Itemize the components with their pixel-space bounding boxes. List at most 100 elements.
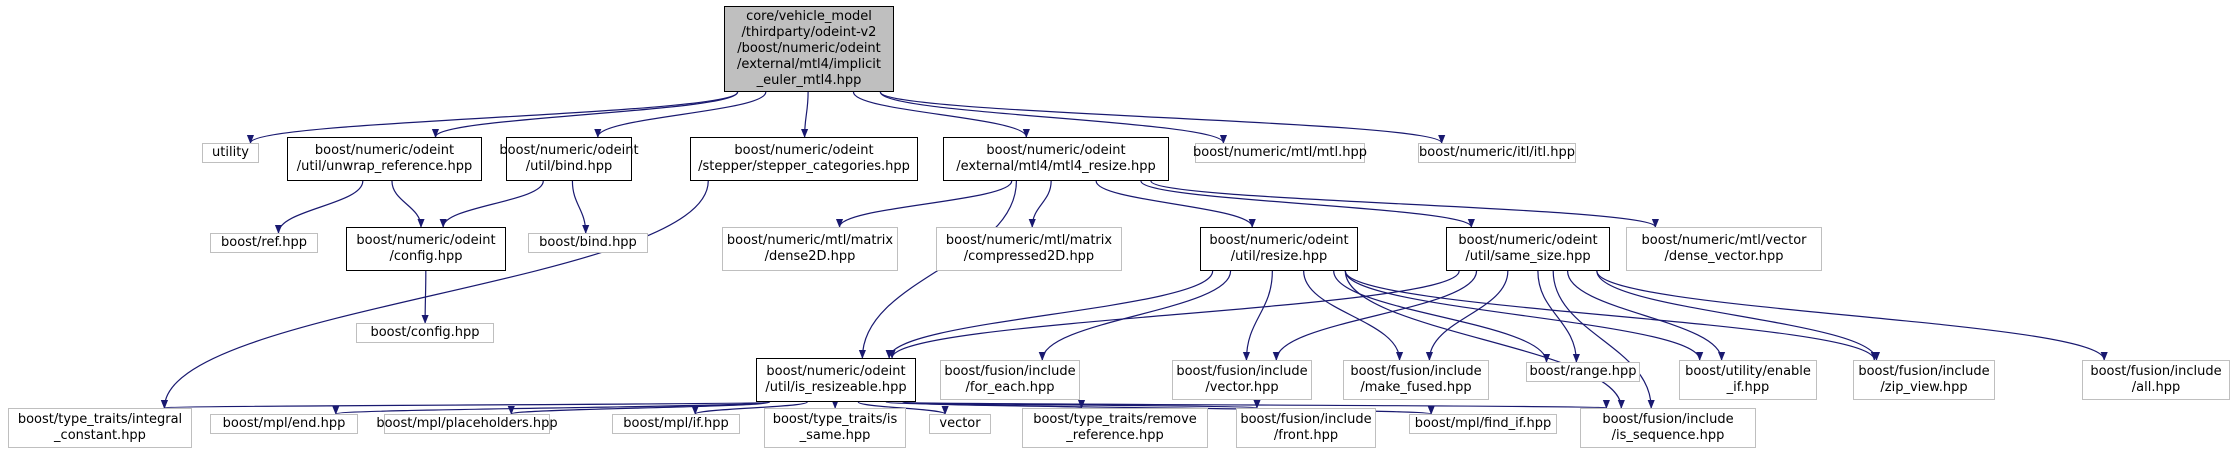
edge-root-to-mtlhpp — [879, 91, 1227, 144]
node-resize[interactable]: boost/numeric/odeint /util/resize.hpp — [1200, 227, 1358, 271]
edge-root-to-stepcat — [801, 91, 809, 138]
node-mtlhpp: boost/numeric/mtl/mtl.hpp — [1192, 143, 1368, 163]
node-label: boost/numeric/odeint /external/mtl4/mtl4… — [956, 143, 1156, 174]
edge-isresizeable-to-issame — [831, 399, 839, 409]
edge-resize-to-zipview — [1344, 270, 1878, 361]
node-refhpp: boost/ref.hpp — [210, 233, 318, 253]
node-bind[interactable]: boost/numeric/odeint /util/bind.hpp — [499, 137, 639, 181]
node-removeref: boost/type_traits/remove _reference.hpp — [1022, 408, 1208, 448]
node-label: boost/fusion/include /all.hpp — [2090, 364, 2222, 395]
edge-resize-to-makefused — [1303, 270, 1404, 361]
edge-root-to-unwrap — [431, 91, 739, 138]
edge-resize-to-enableif — [1344, 270, 1704, 361]
node-label: boost/fusion/include /zip_view.hpp — [1858, 364, 1990, 395]
edge-mtl4resize-to-resize — [1095, 180, 1256, 228]
node-front: boost/fusion/include /front.hpp — [1236, 408, 1376, 448]
node-label: boost/numeric/mtl/matrix /compressed2D.h… — [945, 233, 1113, 264]
edge-samesize-to-makefused — [1425, 270, 1509, 361]
edge-isresizeable-to-mplif — [691, 401, 808, 415]
edge-unwrap-to-confighpp — [391, 180, 425, 228]
edge-samesize-to-range — [1537, 270, 1580, 363]
node-label: boost/numeric/odeint /util/resize.hpp — [1209, 233, 1349, 264]
node-foreach: boost/fusion/include /for_each.hpp — [940, 360, 1080, 400]
node-itlhpp: boost/numeric/itl/itl.hpp — [1418, 143, 1576, 163]
edge-root-to-itlhpp — [879, 91, 1446, 144]
edge-samesize-to-isseq — [1552, 270, 1655, 409]
edge-resize-to-fvector — [1242, 270, 1273, 361]
node-utility: utility — [202, 143, 259, 163]
node-densevec: boost/numeric/mtl/vector /dense_vector.h… — [1626, 227, 1822, 271]
node-label: boost/type_traits/integral _constant.hpp — [17, 412, 183, 443]
node-isresizeable[interactable]: boost/numeric/odeint /util/is_resizeable… — [756, 358, 916, 402]
edge-mtl4resize-to-dense2d — [835, 180, 1013, 228]
edge-mtl4resize-to-samesize — [1140, 180, 1475, 228]
node-issame: boost/type_traits/is _same.hpp — [764, 408, 906, 448]
node-label: boost/numeric/mtl/matrix /dense2D.hpp — [726, 233, 894, 264]
edge-samesize-to-fvector — [1272, 270, 1478, 361]
node-findif: boost/mpl/find_if.hpp — [1409, 414, 1557, 434]
edge-samesize-to-isresizeable — [888, 270, 1460, 359]
node-label: boost/numeric/odeint /config.hpp — [356, 233, 496, 264]
node-label: boost/mpl/end.hpp — [222, 416, 346, 431]
edge-resize-to-isseq — [1344, 270, 1625, 409]
node-label: utility — [212, 145, 249, 160]
node-intconst: boost/type_traits/integral _constant.hpp — [8, 408, 192, 448]
edge-root-to-bind — [594, 91, 767, 138]
node-mplend: boost/mpl/end.hpp — [210, 414, 358, 434]
node-label: boost/type_traits/is _same.hpp — [772, 412, 898, 443]
edge-root-to-utility — [247, 91, 739, 144]
node-placeholders: boost/mpl/placeholders.hpp — [376, 414, 558, 434]
node-label: boost/utility/enable _if.hpp — [1685, 364, 1811, 395]
node-label: boost/numeric/odeint /util/bind.hpp — [499, 143, 639, 174]
node-stepcat[interactable]: boost/numeric/odeint /stepper/stepper_ca… — [690, 137, 918, 181]
node-samesize[interactable]: boost/numeric/odeint /util/same_size.hpp — [1446, 227, 1610, 271]
node-confighpp[interactable]: boost/numeric/odeint /config.hpp — [346, 227, 506, 271]
edge-resize-to-foreach — [1038, 270, 1232, 361]
node-label: boost/numeric/itl/itl.hpp — [1419, 145, 1575, 160]
edge-root-to-mtl4resize — [852, 91, 1030, 138]
edge-isresizeable-to-isseq — [902, 399, 1608, 409]
edge-resize-to-range — [1333, 270, 1551, 363]
node-zipview: boost/fusion/include /zip_view.hpp — [1853, 360, 1995, 400]
node-root[interactable]: core/vehicle_model /thirdparty/odeint-v2… — [724, 6, 894, 92]
node-label: boost/fusion/include /front.hpp — [1240, 412, 1372, 443]
node-label: boost/config.hpp — [370, 325, 480, 340]
edge-isresizeable-to-front — [902, 399, 1260, 409]
node-comp2d: boost/numeric/mtl/matrix /compressed2D.h… — [936, 227, 1122, 271]
edge-unwrap-to-refhpp — [274, 180, 364, 234]
edge-samesize-to-fall — [1596, 270, 2108, 361]
node-bconfig: boost/config.hpp — [356, 323, 494, 343]
node-label: boost/numeric/mtl/mtl.hpp — [1192, 145, 1368, 160]
node-label: boost/fusion/include /for_each.hpp — [944, 364, 1076, 395]
node-label: boost/fusion/include /is_sequence.hpp — [1602, 412, 1734, 443]
node-label: boost/mpl/placeholders.hpp — [376, 416, 558, 431]
edge-samesize-to-zipview — [1596, 270, 1881, 361]
node-isseq: boost/fusion/include /is_sequence.hpp — [1580, 408, 1756, 448]
edge-isresizeable-to-placeholders — [508, 401, 771, 415]
node-unwrap[interactable]: boost/numeric/odeint /util/unwrap_refere… — [287, 137, 482, 181]
node-label: boost/numeric/odeint /stepper/stepper_ca… — [698, 143, 910, 174]
edge-bind-to-bindhpp — [571, 180, 590, 234]
node-label: vector — [939, 416, 981, 431]
node-range: boost/range.hpp — [1526, 362, 1640, 382]
edge-samesize-to-enableif — [1567, 270, 1726, 361]
node-label: boost/fusion/include /vector.hpp — [1176, 364, 1308, 395]
node-fall: boost/fusion/include /all.hpp — [2082, 360, 2230, 400]
node-dense2d: boost/numeric/mtl/matrix /dense2D.hpp — [722, 227, 898, 271]
edge-stepcat-to-intconst — [160, 180, 709, 409]
node-label: core/vehicle_model /thirdparty/odeint-v2… — [737, 9, 881, 88]
node-label: boost/mpl/find_if.hpp — [1414, 416, 1552, 431]
node-label: boost/numeric/odeint /util/unwrap_refere… — [296, 143, 473, 174]
edge-mtl4resize-to-densevec — [1150, 180, 1659, 228]
node-fvector: boost/fusion/include /vector.hpp — [1172, 360, 1312, 400]
edge-mtl4resize-to-comp2d — [1028, 180, 1052, 228]
node-label: boost/range.hpp — [1529, 364, 1637, 379]
node-mtl4resize[interactable]: boost/numeric/odeint /external/mtl4/mtl4… — [943, 137, 1169, 181]
node-label: boost/numeric/mtl/vector /dense_vector.h… — [1641, 233, 1807, 264]
node-label: boost/numeric/odeint /util/is_resizeable… — [765, 364, 907, 395]
node-makefused: boost/fusion/include /make_fused.hpp — [1343, 360, 1489, 400]
edge-bind-to-confighpp — [439, 180, 544, 228]
node-enableif: boost/utility/enable _if.hpp — [1679, 360, 1817, 400]
